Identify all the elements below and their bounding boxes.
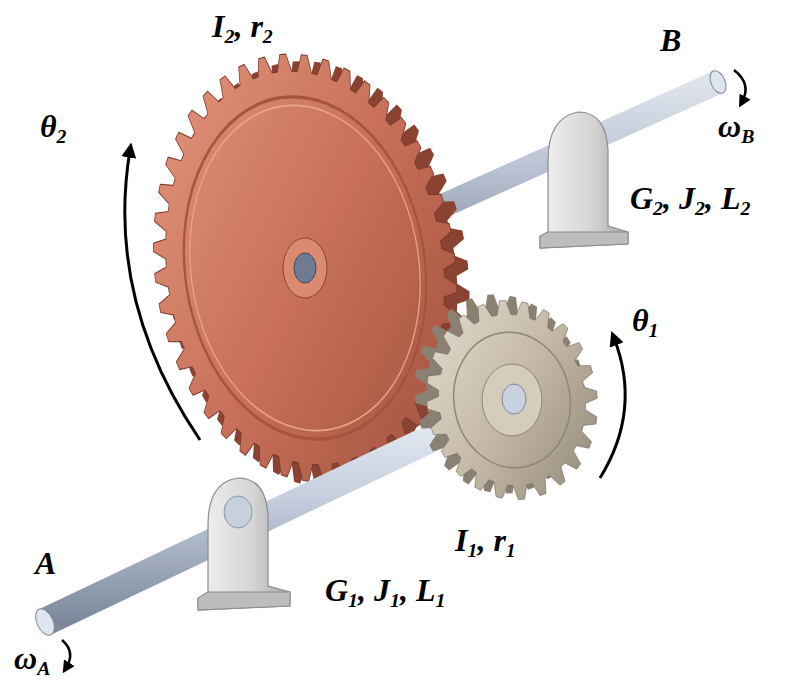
shaft-property-label: G1, J1, L1: [325, 572, 445, 609]
inertia-radius-label: I2, r2: [212, 8, 273, 45]
rotation-arrow: [125, 150, 200, 440]
pinion-rim: [443, 323, 581, 477]
gear-hub: [283, 238, 327, 298]
gear-rim-highlight: [169, 90, 440, 445]
rotation-arrow: [734, 70, 746, 102]
pillow-block-bearing: [540, 112, 628, 248]
shaft-bore: [294, 253, 316, 283]
angular-velocity-label: ωB: [718, 108, 754, 145]
small-gear: [411, 287, 613, 513]
pinion-hub: [482, 364, 542, 436]
end-label: A: [35, 545, 56, 582]
shaft-end: [502, 384, 526, 414]
shaft-property-label: G2, J2, L2: [630, 180, 750, 217]
rotation-arrow: [62, 640, 70, 668]
angular-velocity-label: ωA: [14, 640, 50, 677]
shaft-end: [707, 68, 730, 96]
gear-rim: [162, 81, 448, 455]
shaft-end: [32, 606, 58, 638]
inertia-radius-label: I1, r1: [455, 522, 516, 559]
pillow-block-bearing: [198, 478, 290, 610]
angle-label: θ2: [40, 108, 67, 145]
rotation-arrow: [600, 338, 625, 478]
end-label: B: [660, 22, 681, 59]
angle-label: θ1: [632, 302, 659, 339]
